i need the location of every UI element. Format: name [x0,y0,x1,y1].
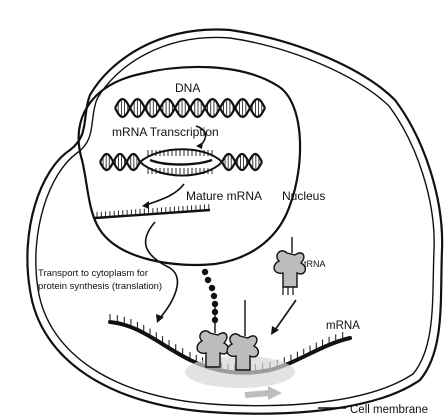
dna-mid-right-strand-a [221,152,263,172]
dna-helix [114,97,266,119]
transcription-dna [99,148,263,177]
dna-mid-left-strand-b [99,152,141,172]
label-mrna: mRNA [326,320,360,332]
dna-mid-left-strand-a [99,152,141,172]
arrowhead-transport [156,314,164,323]
transport-arrow [144,221,179,319]
label-transport-2: protein synthesis (translation) [38,281,162,292]
label-mature-mrna: Mature mRNA [186,189,262,203]
arrowhead-mature-mrna [142,201,149,209]
nascent-rna [149,158,213,166]
dna-top-strand-b [114,97,266,119]
ribosome-exit-arrowhead [268,386,282,400]
arrowhead-trna [271,326,279,335]
cell-membrane-outer [26,28,444,415]
trna-free [273,237,307,295]
label-transport-1: Transport to cytoplasm for [38,268,148,279]
label-dna: DNA [175,81,200,95]
arrow-to-mature-mrna [145,183,185,206]
cell-membrane-inner [35,36,435,407]
label-transcription: mRNA Transcription [112,125,219,139]
nucleus [77,65,302,267]
arrow-trna-to-ribosome [274,299,297,331]
polypeptide-chain [201,268,219,324]
label-nucleus: Nucleus [282,189,325,203]
label-trna: tRNA [304,259,326,269]
dna-mid-right-strand-b [221,152,263,172]
bubble-top-strand [139,148,223,163]
mature-mrna-strand [94,204,211,220]
label-cell-membrane: Cell membrane [350,404,428,416]
bubble-bottom-strand [139,161,223,177]
trna-bound-right [226,300,260,371]
ribosome-exit-arrow [244,390,271,398]
arrowhead-transcription [196,142,203,149]
